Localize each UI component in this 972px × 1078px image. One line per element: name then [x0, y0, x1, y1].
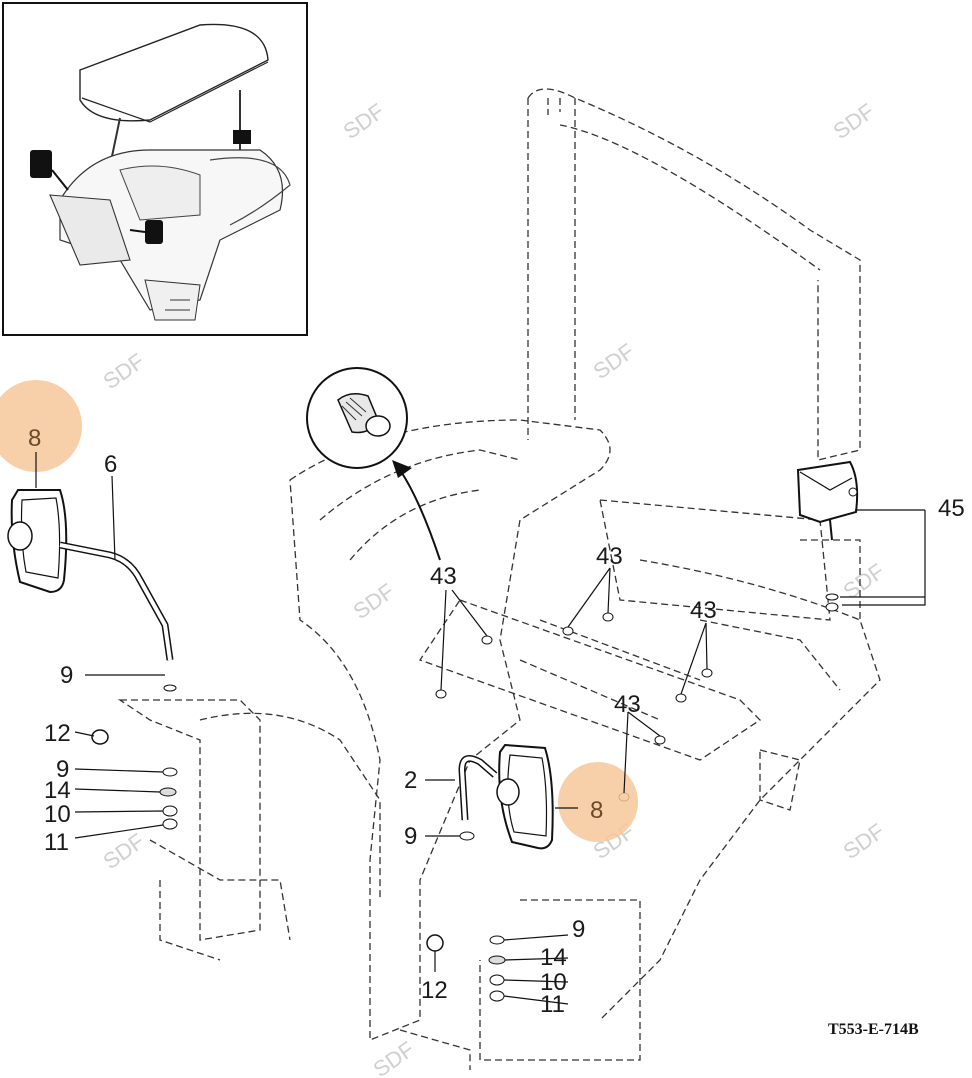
callout-9-right-b[interactable]: 9	[572, 916, 585, 943]
watermark: SDF	[369, 1036, 419, 1078]
watermark: SDF	[339, 98, 389, 144]
grommet-detail	[306, 367, 441, 561]
callout-10-right[interactable]: 10	[540, 969, 567, 996]
watermark: SDF	[99, 348, 149, 394]
callout-43-d[interactable]: 43	[614, 691, 641, 718]
callout-43-a[interactable]: 43	[430, 563, 457, 590]
highlight-8-right	[558, 762, 638, 842]
leader-lines	[35, 452, 926, 1005]
work-lamp-icon	[233, 130, 251, 144]
callout-12-right[interactable]: 12	[421, 977, 448, 1004]
highlight-8-left	[0, 380, 82, 472]
callouts: 8 6 9 12 9 14 10 11 43 43 43 43 45 2 8 9…	[28, 425, 965, 1018]
mirror-right-icon	[145, 220, 163, 244]
callout-10-left[interactable]: 10	[44, 801, 71, 828]
watermark: SDF	[589, 338, 639, 384]
callout-14-right[interactable]: 14	[540, 944, 567, 971]
callout-9-left-b[interactable]: 9	[56, 756, 69, 783]
callout-11-left[interactable]: 11	[44, 829, 69, 856]
callout-9-right[interactable]: 9	[404, 823, 417, 850]
mirror-left	[7, 489, 177, 692]
left-hardware	[91, 729, 178, 830]
callout-9-left[interactable]: 9	[60, 662, 73, 689]
callout-2[interactable]: 2	[404, 767, 417, 794]
callout-6[interactable]: 6	[104, 451, 117, 478]
overview-inset	[2, 2, 308, 336]
callout-12-left[interactable]: 12	[44, 720, 71, 747]
right-hardware	[426, 934, 506, 1002]
callout-11-right[interactable]: 11	[540, 991, 565, 1018]
watermark: SDF	[839, 818, 889, 864]
callout-14-left[interactable]: 14	[44, 777, 71, 804]
mirror-right	[458, 743, 554, 850]
callout-8-right[interactable]: 8	[590, 797, 603, 824]
callout-43-c[interactable]: 43	[690, 597, 717, 624]
callout-43-b[interactable]: 43	[596, 543, 623, 570]
watermark: SDF	[829, 98, 879, 144]
drawing-code: T553-E-714B	[828, 1021, 919, 1038]
watermark: SDF	[349, 578, 399, 624]
callout-45[interactable]: 45	[938, 495, 965, 522]
callout-8-left[interactable]: 8	[28, 425, 41, 452]
watermark: SDF	[99, 828, 149, 874]
mirror-left-icon	[30, 150, 52, 178]
work-lamp	[796, 460, 859, 612]
